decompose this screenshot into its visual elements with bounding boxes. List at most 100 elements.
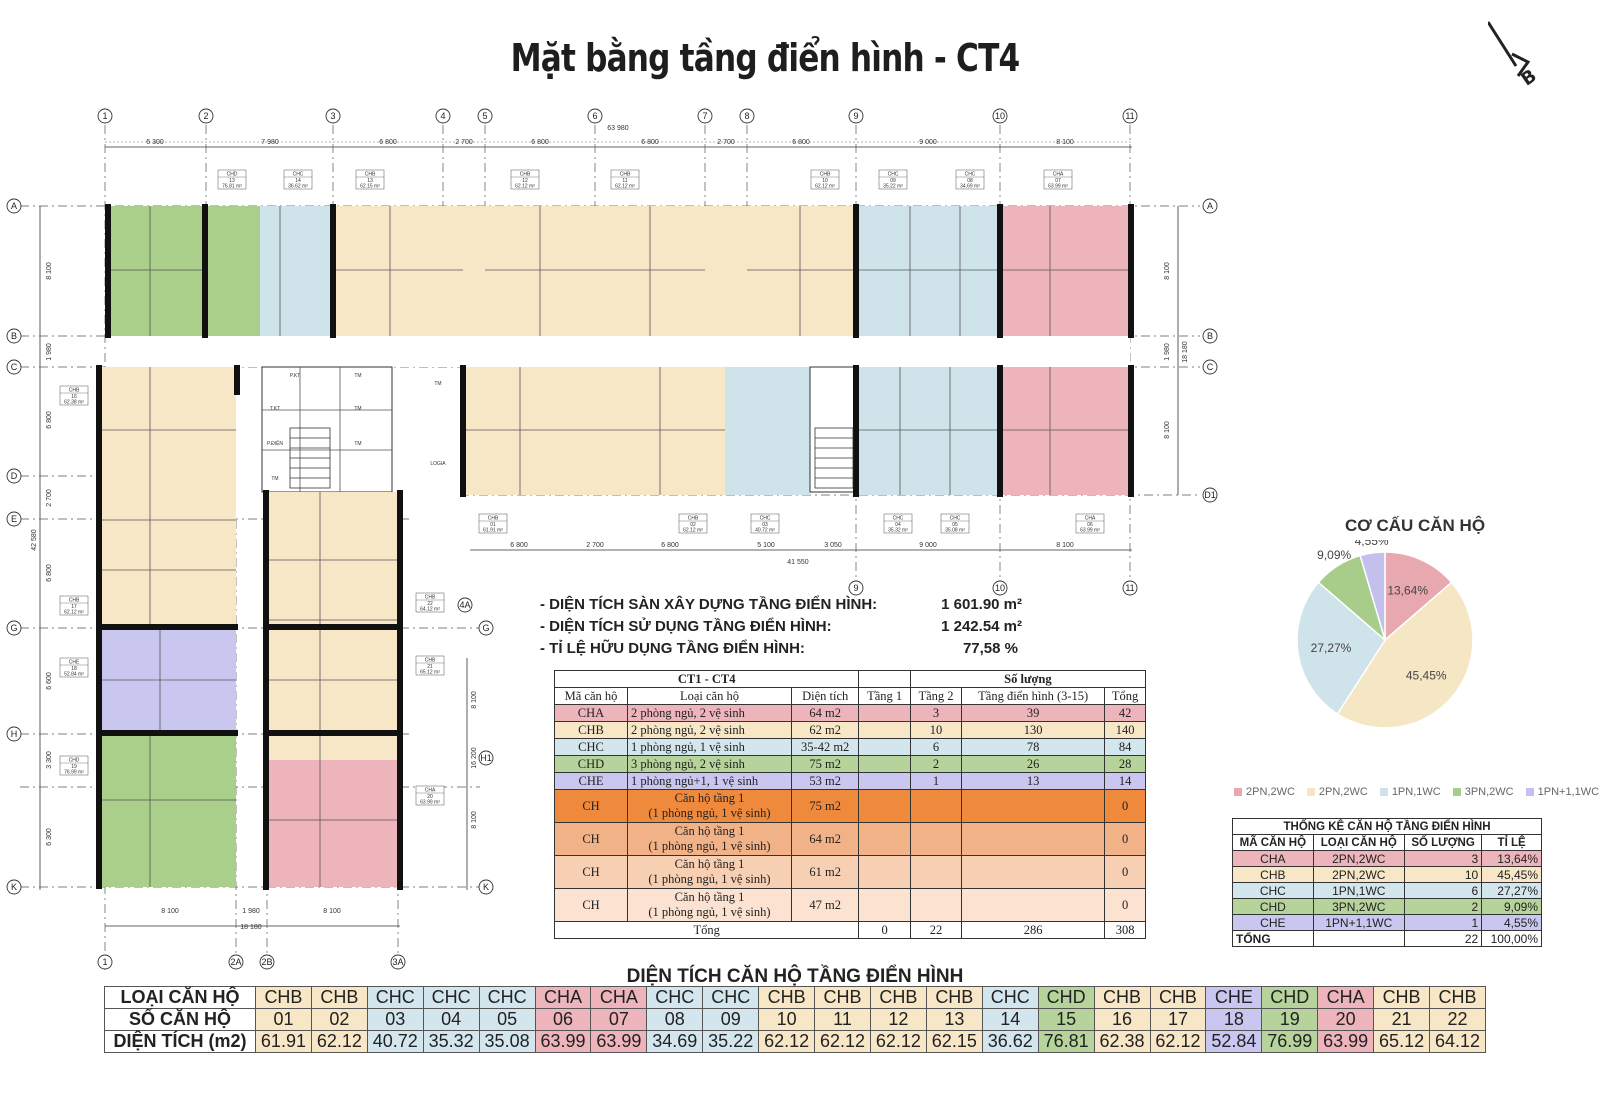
unit-cell-types: CHC	[646, 986, 704, 1009]
svg-text:62.12 m²: 62.12 m²	[515, 184, 535, 190]
unit-cell-areas: 62.12	[869, 1030, 927, 1053]
grid-bubble-row: D	[6, 468, 22, 484]
svg-text:62.12 m²: 62.12 m²	[683, 528, 703, 534]
grid-bubble-col-low: 1	[97, 954, 113, 970]
unit-cell-areas: 65.12	[1373, 1030, 1431, 1053]
stat-value-floor-area: 1 601.90 m²	[941, 596, 1022, 613]
legend-swatch	[1306, 788, 1315, 797]
svg-text:14: 14	[295, 178, 301, 184]
unit-cell-types: CHA	[590, 986, 648, 1009]
svg-text:22: 22	[427, 601, 433, 607]
dimension-label: 8 100	[1164, 421, 1171, 439]
unit-cell-numbers: 19	[1261, 1008, 1319, 1031]
svg-text:CHB: CHB	[365, 172, 376, 178]
dimension-label: 6 800	[46, 411, 53, 429]
svg-text:11: 11	[1125, 111, 1134, 121]
unit-cell-numbers: 18	[1205, 1008, 1263, 1031]
statistics-title: THỐNG KÊ CĂN HỘ TẦNG ĐIỂN HÌNH	[1232, 818, 1542, 835]
svg-text:9: 9	[853, 583, 858, 593]
grid-bubble-row-right: H1	[478, 750, 494, 766]
unit-cell-types: CHE	[1205, 986, 1263, 1009]
dimension-label: 16 200	[471, 747, 478, 769]
unit-cell-areas: 63.99	[590, 1030, 648, 1053]
legend-label: 3PN,2WC	[1464, 786, 1514, 798]
unit-cell-types: CHB	[1093, 986, 1151, 1009]
grid-bubble-row: A	[6, 198, 22, 214]
ct-group-header: Số lượng	[909, 670, 1147, 688]
dimension-label: 1 980	[242, 908, 260, 915]
svg-text:CHC: CHC	[888, 172, 899, 178]
unit-cell-areas: 36.62	[981, 1030, 1039, 1053]
grid-bubble-row: E	[6, 511, 22, 527]
unit-cell-numbers: 10	[758, 1008, 816, 1031]
pie-chart: 13,64%45,45%27,27%9,09%4,55%	[1296, 540, 1474, 729]
unit-cell-types: CHB	[310, 986, 368, 1009]
svg-text:05: 05	[952, 522, 958, 528]
svg-text:CHB: CHB	[69, 598, 80, 604]
pie-slice	[1296, 581, 1386, 716]
svg-text:35.22 m²: 35.22 m²	[883, 184, 903, 190]
legend-item: 1PN+1,1WC	[1525, 786, 1599, 798]
core-room-label: TM	[354, 441, 361, 447]
dimension-label: 8 100	[161, 908, 179, 915]
grid-bubble-4a: 4A	[457, 597, 473, 613]
svg-text:11: 11	[622, 178, 627, 184]
grid-bubble-col-low: 2B	[259, 954, 275, 970]
svg-text:CHB: CHB	[425, 658, 436, 664]
dimension-label: 9 000	[919, 139, 937, 146]
unit-cell-types: CHC	[422, 986, 480, 1009]
unit-cell-areas: 62.12	[814, 1030, 871, 1053]
svg-text:CHA: CHA	[1085, 516, 1096, 522]
unit-cell-types: CHC	[366, 986, 424, 1009]
svg-text:2B: 2B	[261, 957, 272, 967]
pie-slice-label: 13,64%	[1387, 583, 1428, 597]
legend-swatch	[1525, 788, 1534, 797]
stat-label-floor-area: - DIỆN TÍCH SÀN XÂY DỰNG TẦNG ĐIỂN HÌNH:	[540, 596, 878, 613]
dimension-label: 3 300	[46, 751, 53, 769]
svg-text:CHC: CHC	[293, 172, 304, 178]
svg-text:D1: D1	[1204, 490, 1216, 500]
svg-text:CHC: CHC	[950, 516, 961, 522]
statistics-table: THỐNG KÊ CĂN HỘ TẦNG ĐIỂN HÌNH MÃ CĂN HỘ…	[1232, 818, 1542, 947]
grid-bubble-col: 2	[198, 108, 214, 124]
row-label-number: SỐ CĂN HỘ	[104, 1008, 256, 1031]
legend-item: 3PN,2WC	[1452, 786, 1514, 798]
svg-text:63.99 m²: 63.99 m²	[420, 800, 440, 806]
unit-cell-numbers: 08	[646, 1008, 704, 1031]
svg-text:20: 20	[427, 794, 433, 800]
legend-label: 1PN,1WC	[1391, 786, 1441, 798]
svg-text:76.81 m²: 76.81 m²	[222, 184, 242, 190]
dimension-label: 2 700	[586, 542, 604, 549]
grid-bubble-row-right: A	[1202, 198, 1218, 214]
grid-bubble-col: 5	[477, 108, 493, 124]
ct-apartment-table: CT1 - CT4 Số lượng Mã căn hộ Loại căn hộ…	[553, 670, 1147, 939]
svg-text:13: 13	[367, 178, 373, 184]
unit-cell-numbers: 02	[310, 1008, 368, 1031]
grid-bubble-col-mid: 9	[848, 580, 864, 596]
svg-text:13: 13	[229, 178, 235, 184]
north-arrow-icon: B	[1488, 21, 1541, 90]
grid-bubble-col: 7	[697, 108, 713, 124]
svg-text:C: C	[11, 362, 18, 372]
svg-text:62.15 m²: 62.15 m²	[360, 184, 380, 190]
svg-text:CHC: CHC	[893, 516, 904, 522]
grid-bubble-col-low: 3A	[390, 954, 406, 970]
dimension-label: 2 700	[717, 139, 735, 146]
unit-cell-numbers: 17	[1149, 1008, 1207, 1031]
unit-cell-numbers: 11	[814, 1008, 871, 1031]
dimension-label: 8 100	[471, 691, 478, 709]
dimension-label: 6 800	[661, 542, 679, 549]
grid-bubble-row-right: C	[1202, 359, 1218, 375]
svg-text:9: 9	[853, 111, 858, 121]
grid-bubble-row-right: G	[478, 620, 494, 636]
unit-cell-numbers: 01	[255, 1008, 312, 1031]
dimension-label: 1 980	[46, 343, 53, 361]
svg-text:62.38 m²: 62.38 m²	[64, 400, 84, 406]
legend-swatch	[1452, 788, 1461, 797]
